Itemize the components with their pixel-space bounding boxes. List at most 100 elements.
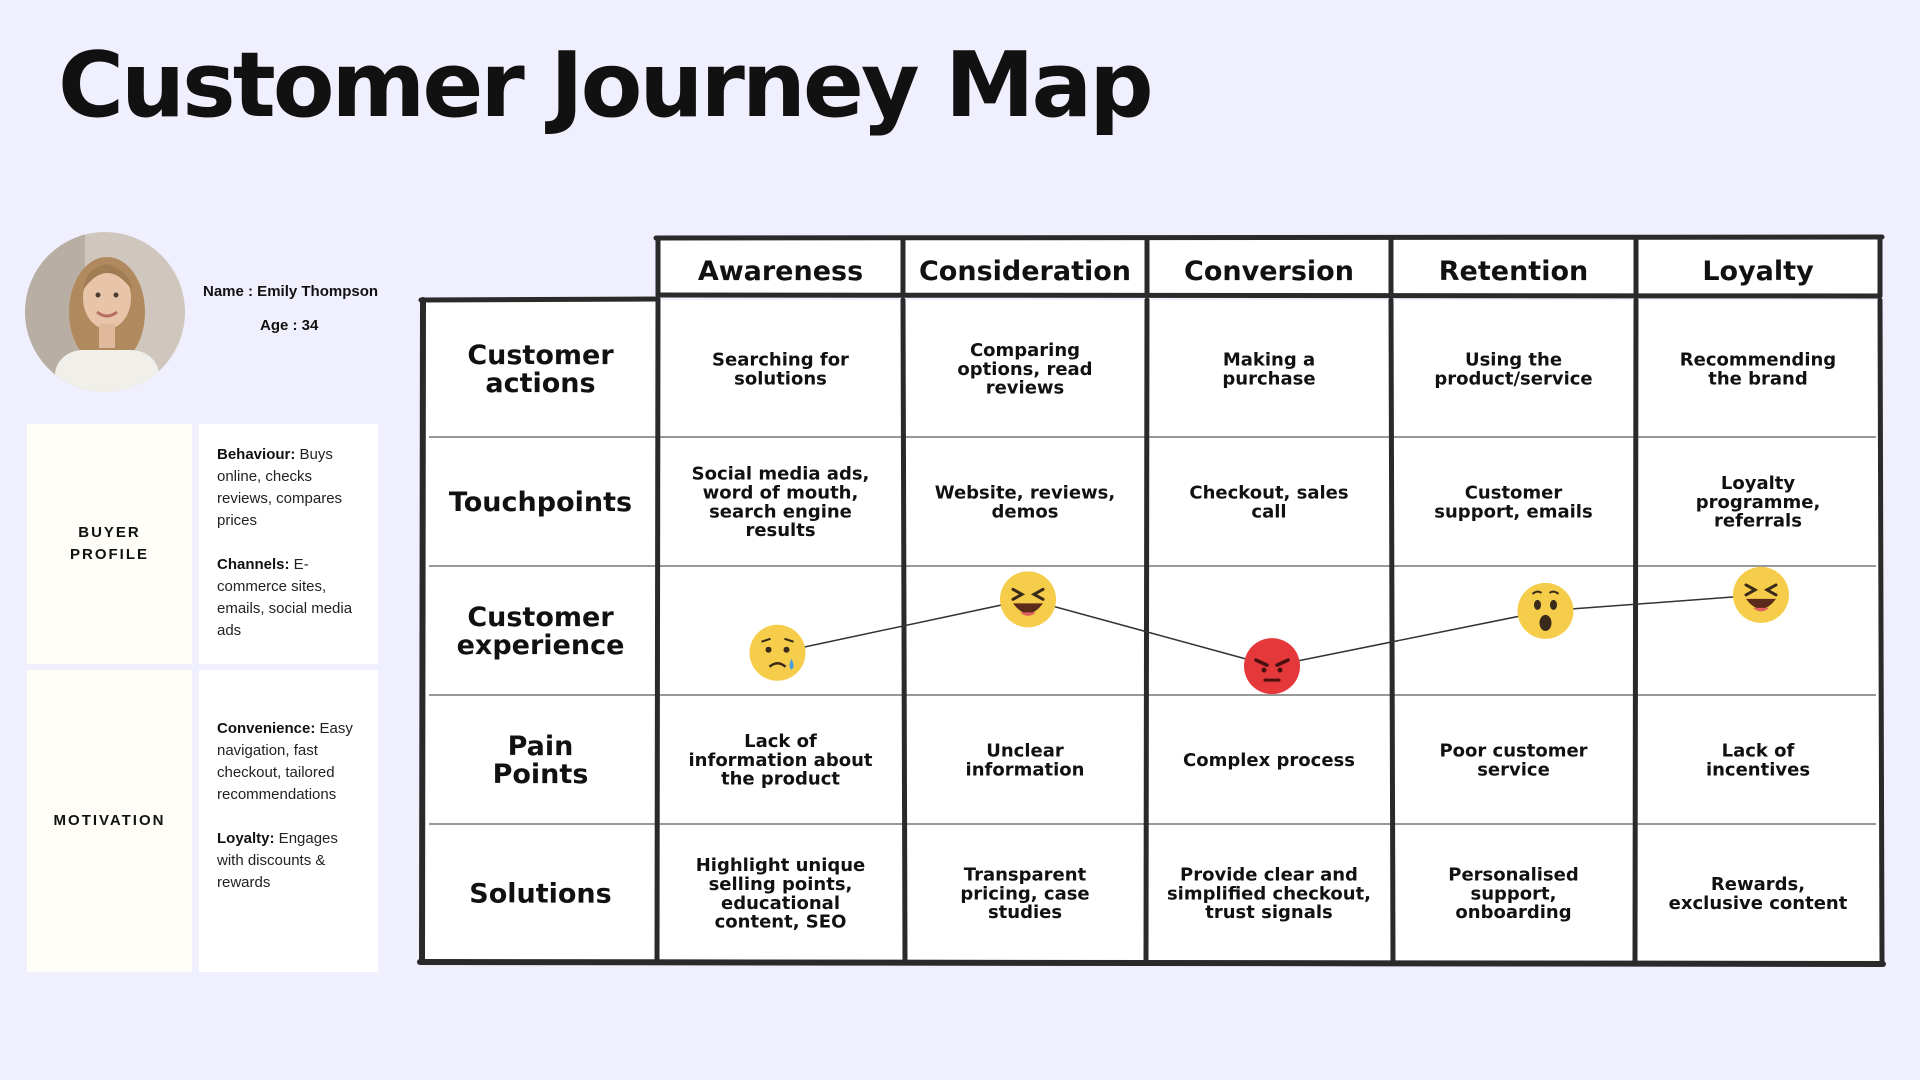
cell-text: Lack of xyxy=(744,731,817,752)
cell-text: Highlight unique xyxy=(696,855,866,876)
cell-text: Poor customer xyxy=(1439,740,1587,761)
cell-text: pricing, case xyxy=(960,883,1089,904)
motivation-label: MOTIVATION xyxy=(53,812,166,830)
motivation-details: Convenience: Easy navigation, fast check… xyxy=(199,670,378,972)
buyer-profile-label-panel xyxy=(27,424,192,664)
cell-text: Unclear xyxy=(986,740,1064,761)
cell-text: educational xyxy=(721,893,840,914)
sad-crying-emoji-icon xyxy=(749,624,806,681)
cell-text: support, emails xyxy=(1434,501,1592,522)
row-label: experience xyxy=(457,630,625,661)
stage-header-awareness: Awareness xyxy=(698,256,863,287)
convenience-text: Convenience: Easy navigation, fast check… xyxy=(217,718,360,806)
cell-text: Rewards, xyxy=(1711,874,1805,895)
stage-header-conversion: Conversion xyxy=(1184,256,1354,287)
cell-text: Complex process xyxy=(1183,750,1355,771)
cell-text: the brand xyxy=(1708,368,1808,389)
grid-left-edge xyxy=(419,297,426,965)
buyer-profile-label-line1: BUYER xyxy=(78,524,141,542)
angry-emoji-icon xyxy=(1244,638,1300,695)
cell-text: studies xyxy=(988,902,1062,923)
header-top-edge xyxy=(653,234,1885,241)
cell-text: options, read xyxy=(957,359,1092,380)
cell-text: Using the xyxy=(1465,349,1562,370)
stage-header-consideration: Consideration xyxy=(919,256,1131,287)
cell-text: programme, xyxy=(1696,492,1821,513)
cell-text: Transparent xyxy=(964,864,1087,885)
page-title: Customer Journey Map xyxy=(58,33,1154,138)
cell-text: service xyxy=(1477,759,1550,780)
convenience-key: Convenience: xyxy=(217,720,316,737)
row-label: Pain xyxy=(508,731,574,762)
column-divider xyxy=(1388,297,1396,965)
column-divider xyxy=(654,297,661,965)
buyer-profile-details: Behaviour: Buys online, checks reviews, … xyxy=(199,424,378,664)
persona-age: Age : 34 xyxy=(260,317,319,334)
cell-text: content, SEO xyxy=(715,912,847,933)
buyer-profile-label-line2: PROFILE xyxy=(69,546,149,563)
cell-text: demos xyxy=(992,501,1059,522)
cell-text: product/service xyxy=(1434,368,1592,389)
cell-text: Comparing xyxy=(970,340,1080,361)
cell-text: Checkout, sales xyxy=(1189,482,1348,503)
cell-text: incentives xyxy=(1706,759,1810,780)
avatar xyxy=(25,232,185,392)
loyalty-key: Loyalty: xyxy=(217,830,275,847)
cell-text: selling points, xyxy=(709,874,853,895)
surprised-emoji-icon xyxy=(1517,582,1574,639)
body-bottom-edge xyxy=(417,959,1886,967)
cell-text: referrals xyxy=(1714,511,1802,532)
row-label: actions xyxy=(485,368,595,399)
cell-text: Provide clear and xyxy=(1180,864,1358,885)
cell-text: Personalised xyxy=(1448,864,1578,885)
persona-name: Name : Emily Thompson xyxy=(203,283,379,300)
row-label: Touchpoints xyxy=(449,487,632,518)
motivation-label-panel xyxy=(27,670,192,972)
cell-text: trust signals xyxy=(1205,902,1333,923)
cell-text: Making a xyxy=(1223,349,1315,370)
cell-text: Searching for xyxy=(712,349,849,370)
channels-key: Channels: xyxy=(217,556,290,573)
cell-text: solutions xyxy=(734,368,827,389)
body-top-edge xyxy=(418,296,661,303)
cell-text: call xyxy=(1251,501,1286,522)
stage-header-loyalty: Loyalty xyxy=(1702,256,1814,287)
cell-text: results xyxy=(745,520,815,541)
cell-text: information xyxy=(966,759,1085,780)
cell-text: reviews xyxy=(986,378,1065,399)
cell-text: Lack of xyxy=(1722,740,1795,761)
cell-text: Recommending xyxy=(1680,349,1836,370)
row-label: Solutions xyxy=(469,878,611,909)
row-label: Points xyxy=(493,759,589,790)
cell-text: the product xyxy=(721,769,840,790)
laughing-emoji-icon xyxy=(1733,566,1789,623)
cell-text: exclusive content xyxy=(1669,893,1848,914)
cell-text: search engine xyxy=(709,501,852,522)
loyalty-text: Loyalty: Engages with discounts & reward… xyxy=(217,828,360,894)
grid-body-bg xyxy=(423,300,1880,962)
row-label: Customer xyxy=(467,340,614,371)
cell-text: information about xyxy=(689,750,873,771)
buyer-profile-label: BUYER PROFILE xyxy=(27,424,192,664)
behaviour-key: Behaviour: xyxy=(217,446,296,463)
cell-text: onboarding xyxy=(1455,902,1571,923)
column-divider xyxy=(1877,297,1885,965)
laughing-emoji-icon xyxy=(1000,571,1056,628)
cell-text: Social media ads, xyxy=(692,463,870,484)
row-label: Customer xyxy=(467,602,614,633)
loyalty-value: Engages with discounts & rewards xyxy=(217,830,338,891)
stage-header-bg xyxy=(658,238,1880,295)
channels-value: E-commerce sites, emails, social media a… xyxy=(217,556,353,639)
column-divider xyxy=(1632,297,1639,965)
cell-text: Customer xyxy=(1465,482,1563,503)
cell-text: support, xyxy=(1471,883,1557,904)
cell-text: purchase xyxy=(1222,368,1315,389)
behaviour-value: Buys online, checks reviews, compares pr… xyxy=(217,446,343,529)
cell-text: Website, reviews, xyxy=(935,482,1115,503)
convenience-value: Easy navigation, fast checkout, tailored… xyxy=(217,720,353,803)
cell-text: word of mouth, xyxy=(703,482,859,503)
channels-text: Channels: E-commerce sites, emails, soci… xyxy=(217,554,360,642)
column-divider xyxy=(900,297,908,965)
header-bottom-edge xyxy=(655,292,1883,299)
